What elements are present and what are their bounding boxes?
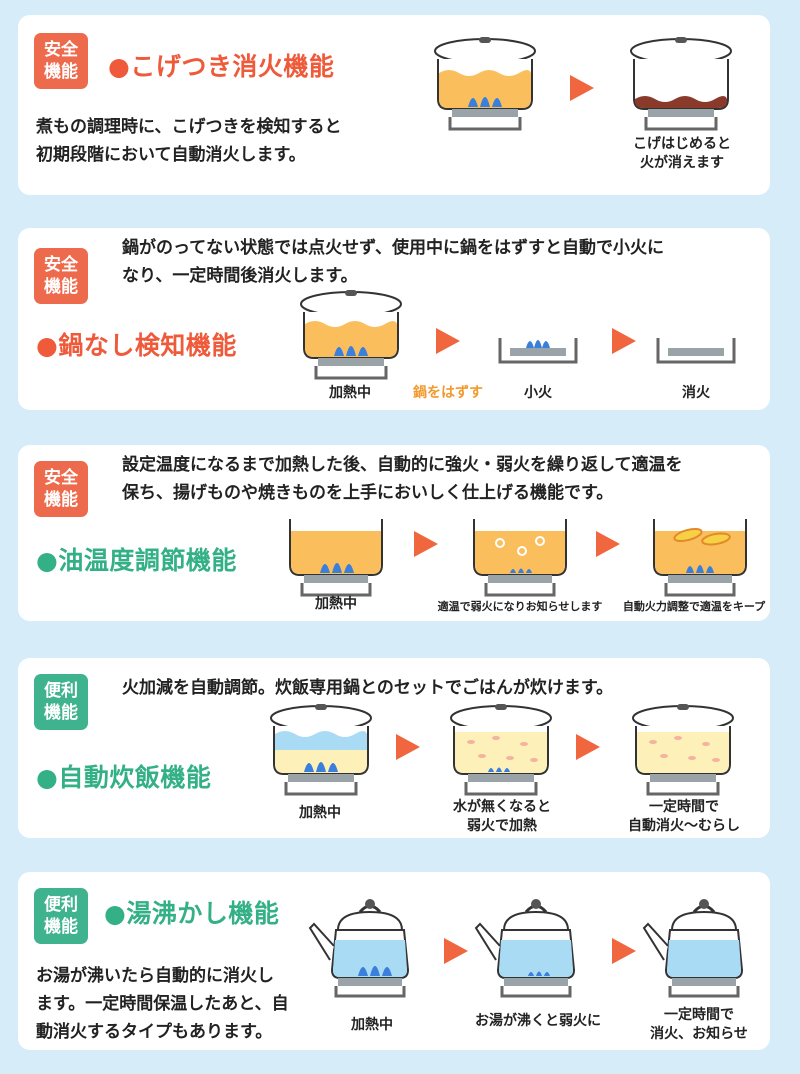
section-description: 設定温度になるまで加熱した後、自動的に強火・弱火を繰り返して適温を 保ち、揚げも… bbox=[122, 455, 683, 503]
small-flame-illustration bbox=[498, 338, 578, 364]
section-auto-rice-cooking: 便利機能 火加減を自動調節。炊飯専用鍋とのセットでごはんが炊けます。 ●自動炊飯… bbox=[18, 658, 770, 838]
convenience-badge: 便利機能 bbox=[34, 888, 88, 944]
arrow-icon bbox=[612, 328, 636, 354]
arrow-icon bbox=[576, 734, 600, 760]
step-caption: 加熱中 bbox=[329, 385, 371, 401]
step-caption: 一定時間で 自動消火～むらし bbox=[628, 799, 740, 834]
flame-off-illustration bbox=[656, 338, 736, 364]
step-caption: 水が無くなると 弱火で加熱 bbox=[453, 799, 551, 834]
rice-pot-heating-illustration bbox=[270, 704, 372, 796]
oil-pot-low-flame-illustration bbox=[473, 519, 567, 597]
step-caption: 加熱中 bbox=[299, 805, 341, 821]
convenience-badge: 便利機能 bbox=[34, 674, 88, 730]
safety-badge: 安全機能 bbox=[34, 461, 88, 517]
section-water-boiling: 便利機能 ●湯沸かし機能 お湯が沸いたら自動的に消火し ます。一定時間保温したあ… bbox=[18, 872, 770, 1050]
step-caption: こげはじめると 火が消えます bbox=[633, 136, 731, 171]
section-description: 煮もの調理時に、こげつきを検知すると 初期段階において自動消火します。 bbox=[36, 117, 342, 165]
kettle-off-illustration bbox=[642, 899, 744, 998]
step-caption: 一定時間で 消火、お知らせ bbox=[650, 1007, 748, 1042]
arrow-icon bbox=[570, 75, 594, 101]
pot-burning-illustration bbox=[630, 37, 732, 131]
pot-heating-illustration bbox=[434, 37, 536, 131]
pot-heating-illustration bbox=[300, 290, 402, 380]
section-description: 火加減を自動調節。炊飯専用鍋とのセットでごはんが炊けます。 bbox=[122, 678, 614, 698]
safety-badge: 安全機能 bbox=[34, 33, 88, 89]
step-caption: 小火 bbox=[524, 385, 552, 401]
section-title: ●こげつき消火機能 bbox=[108, 52, 335, 81]
section-title: ●自動炊飯機能 bbox=[36, 763, 212, 792]
rice-pot-steaming-illustration bbox=[632, 704, 734, 796]
arrow-icon bbox=[414, 531, 438, 557]
safety-badge: 安全機能 bbox=[34, 248, 88, 304]
arrow-icon bbox=[436, 328, 460, 354]
arrow-icon bbox=[396, 734, 420, 760]
section-burn-prevention: 安全機能 ●こげつき消火機能 煮もの調理時に、こげつきを検知すると 初期段階にお… bbox=[18, 15, 770, 195]
arrow-icon bbox=[444, 938, 468, 964]
step-caption: 消火 bbox=[682, 385, 710, 401]
step-caption: お湯が沸くと弱火に bbox=[475, 1013, 601, 1029]
section-description: お湯が沸いたら自動的に消火し ます。一定時間保温したあと、自 動消火するタイプも… bbox=[36, 966, 289, 1042]
oil-pot-frying-illustration bbox=[653, 519, 747, 597]
step-caption: 加熱中 bbox=[351, 1017, 393, 1033]
section-oil-temperature: 安全機能 設定温度になるまで加熱した後、自動的に強火・弱火を繰り返して適温を 保… bbox=[18, 445, 770, 621]
section-title: ●鍋なし検知機能 bbox=[36, 331, 237, 360]
section-description: 鍋がのってない状態では点火せず、使用中に鍋をはずすと自動で小火に なり、一定時間… bbox=[122, 238, 664, 286]
step-caption: 加熱中 bbox=[315, 596, 357, 612]
kettle-boiling-illustration bbox=[474, 899, 576, 998]
oil-pot-heating-illustration bbox=[289, 519, 383, 597]
section-title: ●油温度調節機能 bbox=[36, 546, 237, 575]
arrow-icon bbox=[596, 531, 620, 557]
kettle-heating-illustration bbox=[308, 899, 410, 998]
step-caption: 適温で弱火になりお知らせします bbox=[437, 600, 603, 613]
rice-pot-low-flame-illustration bbox=[450, 704, 552, 796]
step-caption-highlight: 鍋をはずす bbox=[413, 385, 483, 401]
section-no-pot-detection: 安全機能 鍋がのってない状態では点火せず、使用中に鍋をはずすと自動で小火に なり… bbox=[18, 228, 770, 410]
step-caption: 自動火力調整で適温をキープ bbox=[622, 600, 766, 613]
arrow-icon bbox=[612, 938, 636, 964]
section-title: ●湯沸かし機能 bbox=[104, 899, 280, 928]
